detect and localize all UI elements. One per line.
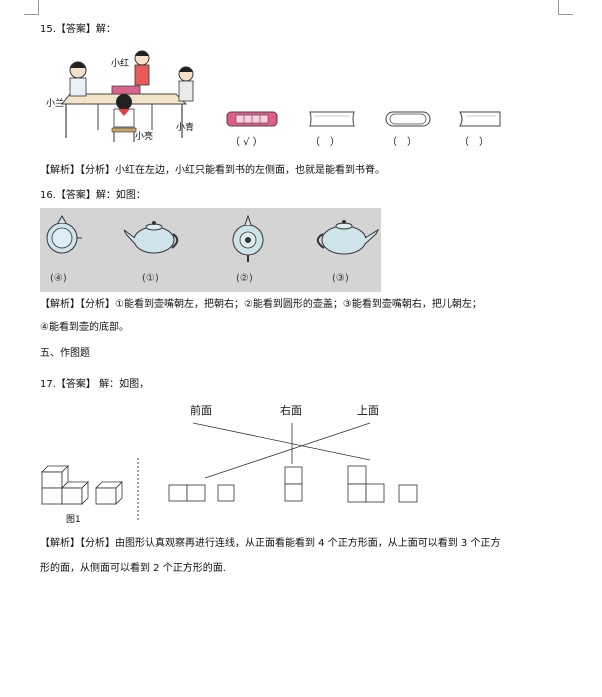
answer-blank-2: （ ） [310,137,340,148]
section-heading: 五、作图题 [40,348,90,359]
teapot-spout-left-view [123,221,179,254]
q15-heading: 15.【答案】解： [40,24,116,35]
book-view-2 [309,111,355,127]
teapot-bottom-view [46,214,82,254]
book-view-3 [385,111,431,127]
q16-analysis-line1: 【解析】【分析】①能看到壶嘴朝左，把朝右；②能看到圆形的壶盖；③能看到壶嘴朝右，… [40,299,482,310]
view-label-top: 上面 [357,404,379,417]
view-label-right: 右面 [280,404,302,417]
book-spine-view [226,111,278,127]
book-view-4 [459,111,501,127]
teapot-label-2: (①) [142,273,159,284]
q17-analysis-line2: 形的面，从侧面可以看到 2 个正方形的面. [40,563,226,574]
teapot-label-1: (④) [50,273,67,284]
figure-label: 图1 [66,515,81,525]
crop-mark-left [24,0,39,15]
teapot-spout-right-view [316,220,380,255]
answer-blank-4: （ ） [459,137,489,148]
view-label-front: 前面 [190,404,212,417]
classroom-illustration [60,50,194,142]
q15-analysis: 【解析】【分析】小红在左边，小红只能看到书的左侧面，也就是能看到书脊。 [40,165,385,176]
q16-analysis-line2: ④能看到壶的底部。 [40,322,129,333]
label-xiaohong: 小红 [111,59,130,69]
label-xiaoqing: 小青 [176,123,195,133]
label-xiaolan: 小兰 [46,99,65,109]
teapot-label-3: (②) [236,273,253,284]
teapot-views-panel [40,208,381,292]
answer-blank-3: （ ） [387,137,417,148]
q17-analysis-line1: 【解析】【分析】由图形认真观察再进行连线，从正面看能看到 4 个正方形面，从上面… [40,538,501,549]
q16-heading: 16.【答案】解：如图： [40,190,146,201]
label-xiaoliang: 小亮 [135,132,154,142]
teapot-label-4: (③) [332,273,349,284]
teapot-top-view [232,214,264,262]
answer-blank-1: （ √ ） [230,137,263,148]
crop-mark-right [558,0,573,15]
q17-heading: 17.【答案】 解：如图， [40,379,150,390]
